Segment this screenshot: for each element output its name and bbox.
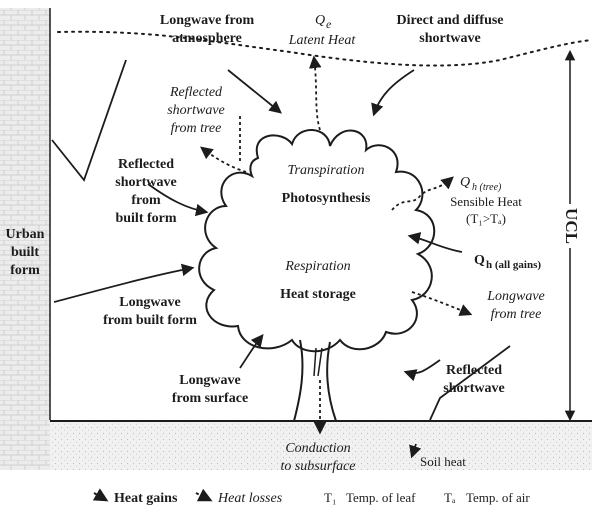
arrow-soil-heat xyxy=(409,443,422,459)
qe-subscript: e xyxy=(326,17,332,31)
label-longwave-atmosphere-line1: Longwave from xyxy=(160,13,255,28)
qh-all-subscript: h (all gains) xyxy=(486,259,541,271)
arrow-qh-all-gains xyxy=(407,232,463,253)
heat-gain-arrows xyxy=(53,69,463,382)
legend: Heat gains Heat losses T₁ Temp. of leaf … xyxy=(92,488,530,506)
label-longwave-tree-line2: from tree xyxy=(491,307,542,322)
label-longwave-surface-line1: Longwave xyxy=(179,373,240,388)
legend-tl-symbol: T₁ xyxy=(324,490,336,505)
label-respiration: Respiration xyxy=(284,259,350,274)
arrow-latent-heat xyxy=(308,55,322,131)
label-reflected-built-line1: Reflected xyxy=(118,157,174,172)
label-conduction-line2: to subsurface xyxy=(280,459,355,474)
label-reflected-sw-line2: shortwave xyxy=(443,381,504,396)
legend-tl-text: Temp. of leaf xyxy=(346,490,416,505)
arrow-direct-diffuse xyxy=(371,69,415,117)
label-heat-storage: Heat storage xyxy=(280,287,356,302)
label-urban-line1: Urban xyxy=(6,227,45,242)
legend-ta-symbol: Tₐ xyxy=(444,490,456,505)
ucl-top-dotted-line xyxy=(57,30,592,67)
ucl-bracket xyxy=(558,49,582,422)
arrow-reflected-shortwave xyxy=(403,359,441,382)
qh-tree-subscript: h (tree) xyxy=(472,182,502,193)
tree-trunk xyxy=(293,339,337,422)
heat-loss-arrows xyxy=(200,55,473,459)
label-longwave-tree-line1: Longwave xyxy=(486,289,545,304)
arrow-longwave-atmosphere xyxy=(227,69,282,114)
qh-all-q: Q xyxy=(474,253,485,268)
ground-reflection-lines xyxy=(429,345,511,421)
label-sensible-heat: Sensible Heat xyxy=(450,194,522,209)
label-reflected-tree-line3: from tree xyxy=(171,121,222,136)
label-longwave-built-line2: from built form xyxy=(103,313,197,328)
built-form-reflection-lines xyxy=(51,59,127,182)
heat-gains-arrow-icon xyxy=(92,488,109,502)
label-reflected-tree-line1: Reflected xyxy=(169,85,223,100)
label-latent-heat: Latent Heat xyxy=(288,33,357,48)
legend-ta-text: Temp. of air xyxy=(466,490,530,505)
label-reflected-built-line3: from xyxy=(131,193,161,208)
label-sensible-condition: (T₁>Tₐ) xyxy=(466,211,506,226)
qh-tree-q: Q xyxy=(460,175,470,190)
legend-heat-gains: Heat gains xyxy=(114,491,178,506)
label-photosynthesis: Photosynthesis xyxy=(282,191,371,206)
tree-canopy xyxy=(198,129,436,353)
label-longwave-atmosphere-line2: atmosphere xyxy=(172,31,242,46)
arrow-longwave-tree xyxy=(411,291,473,316)
label-reflected-built-line2: shortwave xyxy=(115,175,176,190)
arrow-qh-tree xyxy=(391,176,454,211)
label-conduction-line1: Conduction xyxy=(285,441,350,456)
label-reflected-built-line4: built form xyxy=(115,211,176,226)
label-soil-heat: Soil heat xyxy=(420,454,466,469)
qe-q: Q xyxy=(315,13,325,28)
label-ucl: UCL xyxy=(562,208,581,244)
heat-losses-arrow-icon xyxy=(195,488,213,502)
label-longwave-built-line1: Longwave xyxy=(119,295,180,310)
label-reflected-tree-line2: shortwave xyxy=(167,103,225,118)
label-reflected-sw-line1: Reflected xyxy=(446,363,502,378)
label-direct-diffuse-line2: shortwave xyxy=(419,31,480,46)
label-longwave-surface-line2: from surface xyxy=(172,391,248,406)
urban-built-form-wall xyxy=(0,8,50,470)
legend-heat-losses: Heat losses xyxy=(217,491,283,506)
arrow-longwave-built-form xyxy=(53,263,195,303)
label-urban-line3: form xyxy=(10,263,40,278)
arrow-longwave-surface xyxy=(239,334,264,369)
arrow-reflected-built-form xyxy=(147,183,209,217)
label-urban-line2: built xyxy=(11,245,39,260)
label-direct-diffuse-line1: Direct and diffuse xyxy=(396,13,503,28)
label-transpiration: Transpiration xyxy=(287,163,364,178)
